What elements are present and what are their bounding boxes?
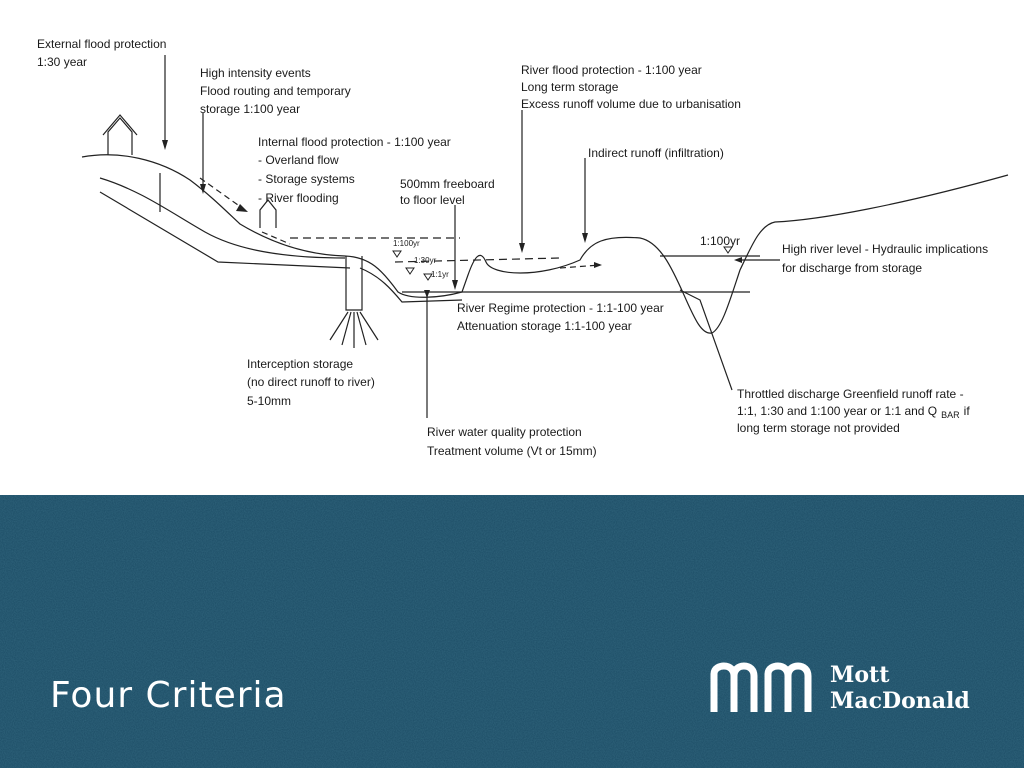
banner-texture — [0, 495, 1024, 768]
high-intensity-label-1: High intensity events — [200, 66, 311, 80]
high-intensity-label-2: Flood routing and temporary — [200, 84, 351, 98]
throttled-label-2: 1:1, 1:30 and 1:100 year or 1:1 and Q BAR… — [737, 404, 970, 420]
level-1yr-label: 1:1yr — [431, 270, 449, 279]
river-regime-label-1: River Regime protection - 1:1-100 year — [457, 301, 664, 315]
logo-text-macdonald: MacDonald — [830, 688, 970, 714]
internal-flood-label-4: - River flooding — [258, 191, 339, 205]
mm-logo-icon — [710, 662, 812, 712]
throttled-subscript: BAR — [941, 410, 960, 420]
freeboard-label-1: 500mm freeboard — [400, 177, 495, 191]
throttled-label-3: long term storage not provided — [737, 421, 900, 435]
freeboard-label-2: to floor level — [400, 193, 465, 207]
high-intensity-label-3: storage 1:100 year — [200, 102, 300, 116]
pointer-throttled — [679, 289, 733, 391]
level-100yr-label: 1:100yr — [393, 239, 420, 248]
external-flood-label-1: External flood protection — [37, 37, 166, 51]
house-left-icon — [102, 114, 138, 155]
high-river-label-1: High river level - Hydraulic implication… — [782, 242, 988, 256]
flow-arrow-2 — [261, 231, 291, 245]
river-regime-label-2: Attenuation storage 1:1-100 year — [457, 319, 632, 333]
subsurface-line-upper — [99, 177, 346, 259]
flood-protection-diagram: External flood protection 1:30 year High… — [37, 37, 1009, 458]
interception-label-2: (no direct runoff to river) — [247, 375, 375, 389]
indirect-runoff-label: Indirect runoff (infiltration) — [588, 146, 724, 160]
river-flood-label-1: River flood protection - 1:100 year — [521, 63, 702, 77]
mott-macdonald-logo: Mott MacDonald — [708, 660, 978, 720]
interception-label-1: Interception storage — [247, 357, 353, 371]
external-flood-label-2: 1:30 year — [37, 55, 87, 69]
subsurface-line-lower — [99, 191, 351, 269]
title-banner — [0, 495, 1024, 768]
throttled-label-2-main: 1:1, 1:30 and 1:100 year or 1:1 and Q — [737, 404, 937, 418]
flood-level-30 — [394, 257, 561, 263]
pipe-to-river — [359, 267, 463, 303]
slide-title: Four Criteria — [50, 675, 287, 716]
flow-arrow-3 — [559, 264, 601, 269]
interception-label-3: 5-10mm — [247, 394, 291, 408]
water-quality-label-2: Treatment volume (Vt or 15mm) — [427, 444, 597, 458]
ground-surface — [81, 154, 1009, 334]
high-river-label-2: for discharge from storage — [782, 261, 922, 275]
infiltration-rays — [329, 311, 379, 348]
house-mid-icon — [259, 199, 277, 228]
internal-flood-label-3: - Storage systems — [258, 172, 355, 186]
river-flood-label-2: Long term storage — [521, 80, 619, 94]
river-level-label: 1:100yr — [700, 234, 740, 248]
internal-flood-label-1: Internal flood protection - 1:100 year — [258, 135, 451, 149]
interception-shaft — [345, 256, 363, 311]
throttled-label-1: Throttled discharge Greenfield runoff ra… — [737, 387, 964, 401]
water-quality-label-1: River water quality protection — [427, 425, 582, 439]
river-flood-label-3: Excess runoff volume due to urbanisation — [521, 97, 741, 111]
throttled-suffix: if — [964, 404, 971, 418]
level-30yr-label: 1:30yr — [414, 256, 437, 265]
logo-text-mott: Mott — [830, 662, 890, 688]
internal-flood-label-2: - Overland flow — [258, 153, 339, 167]
